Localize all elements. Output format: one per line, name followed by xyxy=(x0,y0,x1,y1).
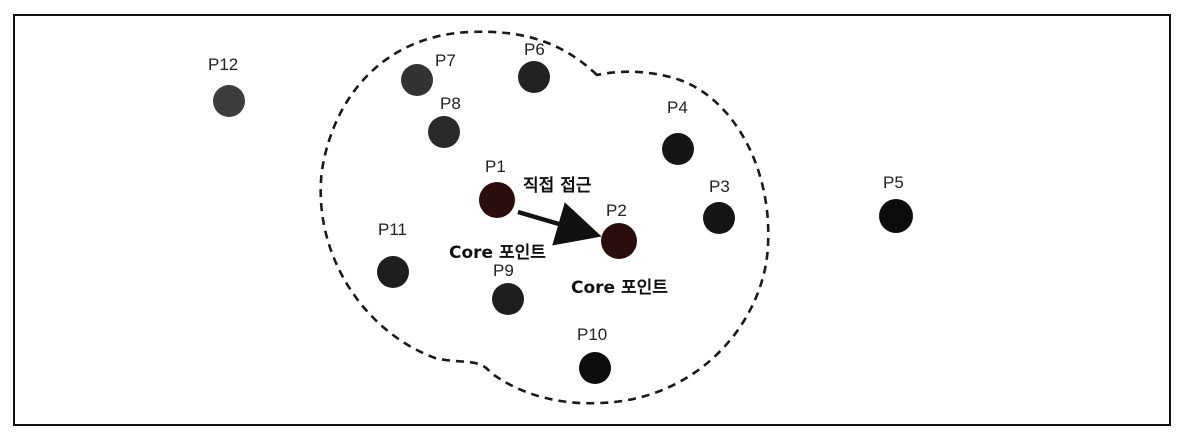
point-p2 xyxy=(601,223,637,259)
core-point-label-p2: Core 포인트 xyxy=(571,278,668,298)
label-p5: P5 xyxy=(883,173,904,192)
direct-access-label: 직접 접근 xyxy=(523,176,592,196)
label-p4: P4 xyxy=(667,98,688,117)
label-p7: P7 xyxy=(435,51,456,70)
label-p2: P2 xyxy=(606,201,627,220)
label-p8: P8 xyxy=(440,94,461,113)
cluster-boundary xyxy=(319,30,770,405)
point-p7 xyxy=(401,64,433,96)
label-p11: P11 xyxy=(378,220,407,239)
label-p1: P1 xyxy=(485,157,506,176)
point-p11 xyxy=(377,256,409,288)
point-p9 xyxy=(492,283,524,315)
label-p9: P9 xyxy=(493,261,514,280)
point-p3 xyxy=(703,202,735,234)
point-p8 xyxy=(428,116,460,148)
point-p4 xyxy=(662,133,694,165)
label-p10: P10 xyxy=(577,325,607,344)
label-p3: P3 xyxy=(709,177,730,196)
point-p12 xyxy=(213,85,245,117)
point-p1 xyxy=(479,182,515,218)
annotations: 직접 접근 Core 포인트 Core 포인트 xyxy=(449,176,668,298)
label-p6: P6 xyxy=(524,40,545,59)
points-layer xyxy=(213,61,913,384)
core-point-label-p1: Core 포인트 xyxy=(449,243,546,263)
label-p12: P12 xyxy=(208,55,238,74)
point-labels: P1 P2 P3 P4 P5 P6 P7 P8 P9 P10 P11 P12 xyxy=(208,40,904,344)
point-p5 xyxy=(879,199,913,233)
direct-access-arrow xyxy=(517,202,602,246)
point-p10 xyxy=(579,352,611,384)
figure-border xyxy=(13,14,1171,426)
point-p6 xyxy=(518,61,550,93)
